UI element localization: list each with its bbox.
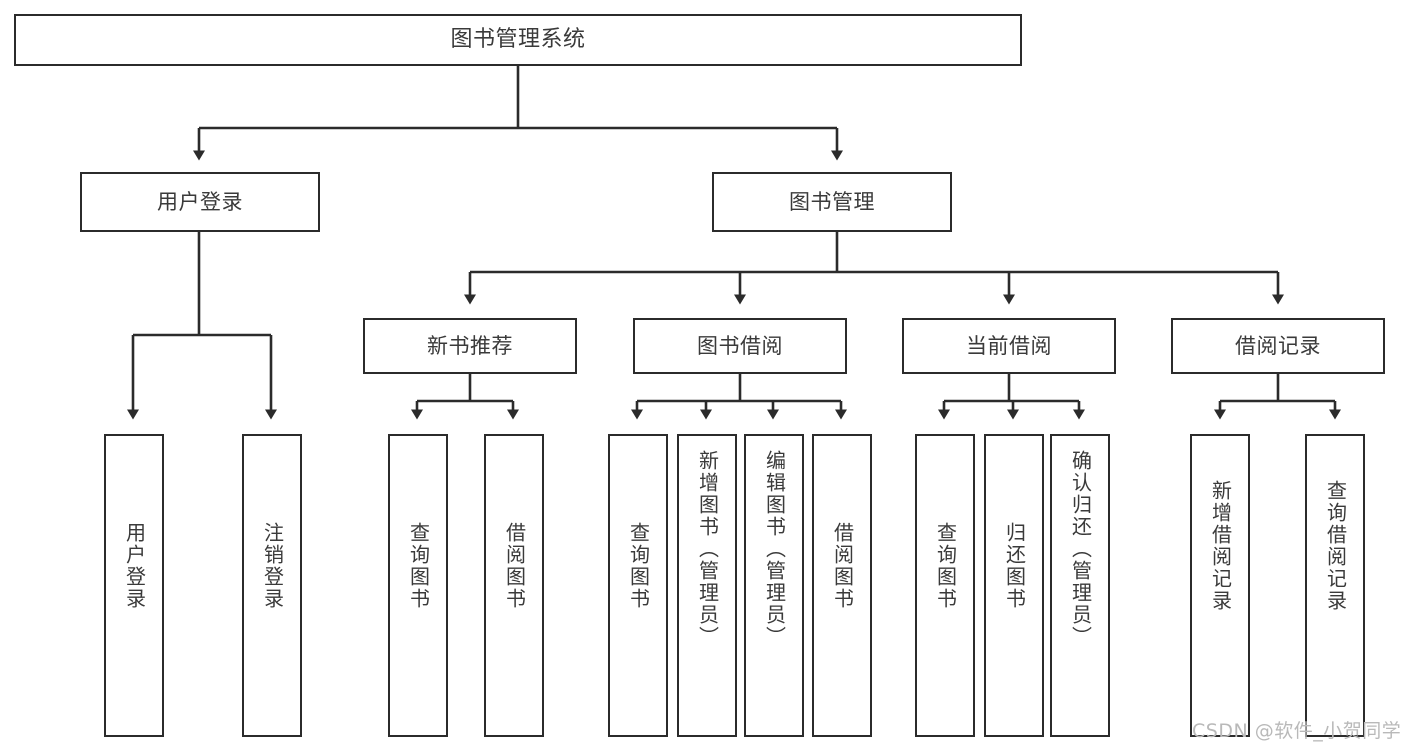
node-borrow-record[interactable]: 借阅记录 bbox=[1171, 318, 1385, 374]
leaf-user-login-label: 用户登录 bbox=[122, 522, 147, 610]
node-root[interactable]: 图书管理系统 bbox=[14, 14, 1022, 66]
node-book-borrow[interactable]: 图书借阅 bbox=[633, 318, 847, 374]
node-current-borrow-label: 当前借阅 bbox=[966, 333, 1052, 358]
node-new-book-recommend-label: 新书推荐 bbox=[427, 333, 513, 358]
node-book-management-label: 图书管理 bbox=[789, 189, 875, 214]
leaf-query-book-3-label: 查询图书 bbox=[933, 522, 958, 610]
leaf-borrow-book-2[interactable]: 借阅图书 bbox=[812, 434, 872, 737]
leaf-return-book[interactable]: 归还图书 bbox=[984, 434, 1044, 737]
leaf-query-book-1-label: 查询图书 bbox=[406, 522, 431, 610]
node-root-label: 图书管理系统 bbox=[450, 27, 586, 53]
leaf-query-record-label: 查询借阅记录 bbox=[1323, 480, 1348, 612]
leaf-user-login[interactable]: 用户登录 bbox=[104, 434, 164, 737]
leaf-add-book-label: 新增图书（管理员） bbox=[695, 450, 720, 648]
leaf-add-record[interactable]: 新增借阅记录 bbox=[1190, 434, 1250, 737]
leaf-query-book-1[interactable]: 查询图书 bbox=[388, 434, 448, 737]
leaf-confirm-return-label: 确认归还（管理员） bbox=[1068, 450, 1093, 648]
node-user-login[interactable]: 用户登录 bbox=[80, 172, 320, 232]
node-new-book-recommend[interactable]: 新书推荐 bbox=[363, 318, 577, 374]
leaf-logout-login[interactable]: 注销登录 bbox=[242, 434, 302, 737]
leaf-add-record-label: 新增借阅记录 bbox=[1208, 480, 1233, 612]
leaf-query-book-3[interactable]: 查询图书 bbox=[915, 434, 975, 737]
leaf-add-book[interactable]: 新增图书（管理员） bbox=[677, 434, 737, 737]
leaf-query-record[interactable]: 查询借阅记录 bbox=[1305, 434, 1365, 737]
leaf-borrow-book-1-label: 借阅图书 bbox=[502, 522, 527, 610]
leaf-edit-book[interactable]: 编辑图书（管理员） bbox=[744, 434, 804, 737]
leaf-edit-book-label: 编辑图书（管理员） bbox=[762, 450, 787, 648]
leaf-return-book-label: 归还图书 bbox=[1002, 522, 1027, 610]
node-book-borrow-label: 图书借阅 bbox=[697, 333, 783, 358]
node-user-login-label: 用户登录 bbox=[157, 189, 243, 214]
node-borrow-record-label: 借阅记录 bbox=[1235, 333, 1321, 358]
leaf-query-book-2-label: 查询图书 bbox=[626, 522, 651, 610]
leaf-logout-login-label: 注销登录 bbox=[260, 522, 285, 610]
node-current-borrow[interactable]: 当前借阅 bbox=[902, 318, 1116, 374]
node-book-management[interactable]: 图书管理 bbox=[712, 172, 952, 232]
leaf-borrow-book-1[interactable]: 借阅图书 bbox=[484, 434, 544, 737]
watermark-text: CSDN @软件_小贺同学 bbox=[1192, 720, 1402, 742]
leaf-confirm-return[interactable]: 确认归还（管理员） bbox=[1050, 434, 1110, 737]
leaf-query-book-2[interactable]: 查询图书 bbox=[608, 434, 668, 737]
leaf-borrow-book-2-label: 借阅图书 bbox=[830, 522, 855, 610]
